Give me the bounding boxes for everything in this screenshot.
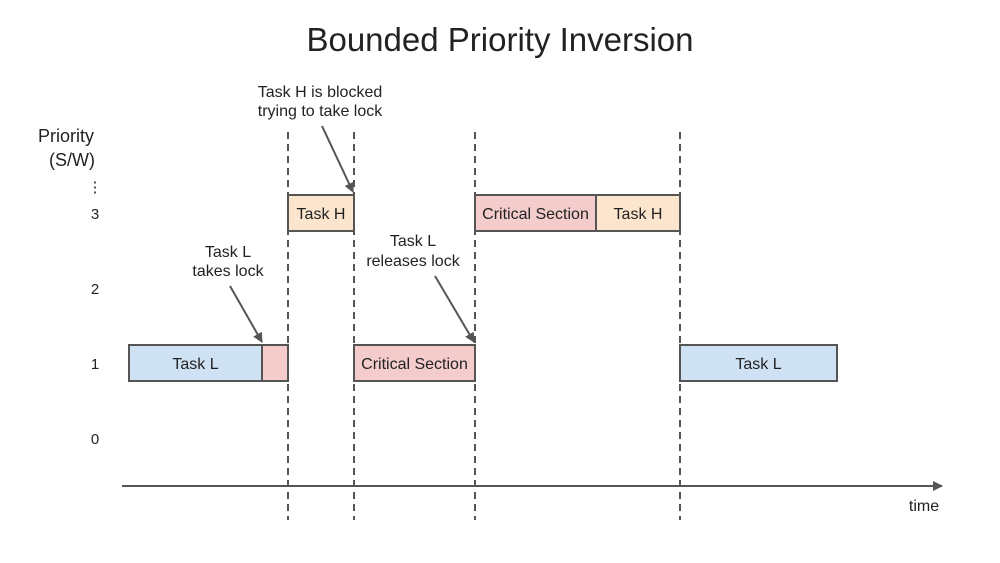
block-critical-section-1 xyxy=(353,344,476,382)
block-critical-section-1-label: Critical Section xyxy=(361,356,468,373)
block-task-h-2 xyxy=(595,194,681,232)
annotation-blocked-line1: Task H is blocked xyxy=(258,84,383,101)
block-task-h-1 xyxy=(287,194,355,232)
diagram-title: Bounded Priority Inversion xyxy=(306,21,693,58)
annotation-releases-lock-line2: releases lock xyxy=(366,253,460,270)
annotation-releases-lock-arrow xyxy=(434,275,475,343)
y-axis-ellipsis: ⋮ xyxy=(88,179,103,196)
y-level-2: 2 xyxy=(91,281,99,298)
block-task-l-1 xyxy=(128,344,263,382)
annotation-takes-lock-line2: takes lock xyxy=(192,263,264,280)
annotation-releases-lock-line1: Task L xyxy=(390,233,436,250)
block-task-l-2-label: Task L xyxy=(735,356,781,373)
block-lock-taken xyxy=(261,344,289,382)
y-axis-title-line1: Priority xyxy=(38,126,94,146)
block-task-h-1-label: Task H xyxy=(297,206,346,223)
block-task-h-2-label: Task H xyxy=(614,206,663,223)
y-level-1: 1 xyxy=(91,356,99,373)
block-task-l-2 xyxy=(679,344,838,382)
annotation-blocked-arrow xyxy=(321,125,354,193)
block-critical-section-2-label: Critical Section xyxy=(482,206,589,223)
annotation-blocked-line2: trying to take lock xyxy=(258,103,384,120)
y-level-3: 3 xyxy=(91,206,99,223)
y-level-0: 0 xyxy=(91,431,99,448)
block-task-l-1-label: Task L xyxy=(172,356,218,373)
annotation-takes-lock-line1: Task L xyxy=(205,244,251,261)
annotation-takes-lock-arrow xyxy=(229,285,263,343)
time-axis-label: time xyxy=(909,498,939,515)
y-axis-title-line2: (S/W) xyxy=(49,150,95,170)
